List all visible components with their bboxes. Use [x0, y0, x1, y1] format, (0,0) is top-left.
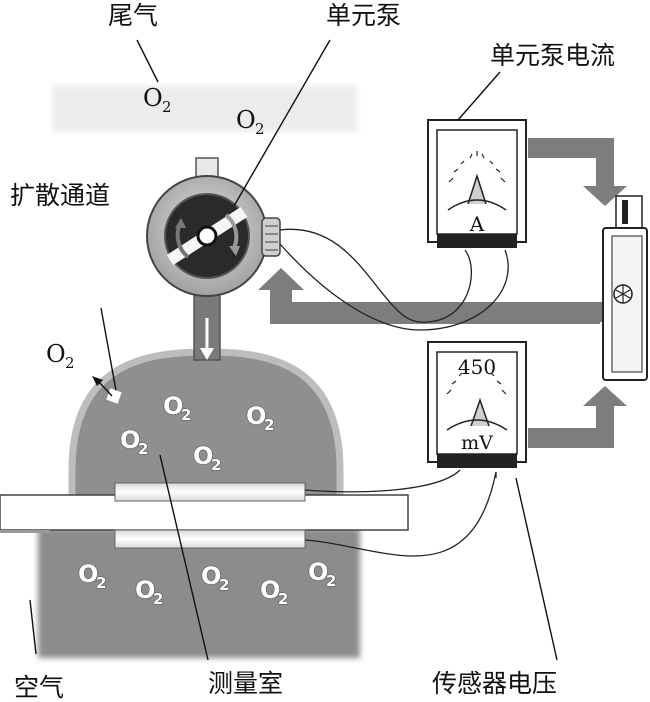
molecule: O2 [192, 441, 222, 474]
svg-text:2: 2 [181, 406, 191, 424]
svg-text:2: 2 [278, 590, 288, 608]
unit-pump-label: 单元泵 [326, 1, 401, 30]
controller-unit [602, 195, 648, 381]
svg-text:2: 2 [138, 440, 148, 458]
wires [279, 228, 509, 557]
svg-text:2: 2 [153, 590, 163, 608]
leader-lines [29, 39, 558, 661]
svg-text:2: 2 [211, 456, 221, 474]
molecule: O2 [307, 557, 337, 590]
sensor-voltage-label: 传感器电压 [432, 669, 557, 698]
svg-text:2: 2 [219, 576, 229, 594]
svg-text:O: O [135, 576, 155, 604]
ammeter: A [427, 119, 527, 248]
svg-text:O: O [143, 84, 163, 112]
svg-text:2: 2 [255, 120, 265, 138]
svg-text:O: O [120, 426, 140, 454]
svg-text:O: O [246, 402, 266, 430]
measuring-chamber [68, 348, 344, 502]
svg-text:2: 2 [326, 572, 336, 590]
svg-text:O: O [260, 576, 280, 604]
svg-text:2: 2 [65, 354, 75, 372]
voltmeter-unit-label: mV [461, 432, 493, 454]
svg-text:O: O [46, 340, 66, 368]
molecule: O2 [119, 425, 149, 458]
o2-pump-label: O 2 [236, 106, 265, 138]
svg-text:2: 2 [264, 416, 274, 434]
exhaust-label: 尾气 [108, 1, 158, 30]
flow-down-arrow [200, 348, 214, 360]
voltmeter: 450 mV [427, 341, 527, 468]
svg-text:O: O [78, 560, 98, 588]
o2-exhaust-label: O 2 [143, 84, 172, 116]
molecule: O2 [77, 559, 107, 592]
molecule: O2 [162, 391, 192, 424]
measuring-chamber-label: 测量室 [208, 669, 283, 698]
svg-text:O: O [193, 442, 213, 470]
svg-text:O: O [308, 558, 328, 586]
svg-text:O: O [201, 562, 221, 590]
voltmeter-reading: 450 [458, 355, 496, 379]
molecule: O2 [259, 575, 289, 608]
svg-text:O: O [163, 392, 183, 420]
pump-current-label: 单元泵电流 [490, 41, 615, 70]
molecule: O2 [134, 575, 164, 608]
diffusion-channel-label: 扩散通道 [10, 181, 110, 210]
ammeter-unit-label: A [469, 212, 485, 236]
o2-escape-label: O 2 [46, 340, 75, 372]
sensor-element [0, 482, 409, 549]
air-block [38, 528, 360, 658]
o2-escape-arrow [92, 307, 122, 404]
chamber-molecules: O2 O2 O2 O2 [119, 391, 275, 474]
svg-text:2: 2 [96, 574, 106, 592]
exhaust-gas-band [52, 86, 357, 132]
air-molecules: O2 O2 O2 O2 O2 [77, 557, 337, 608]
svg-text:O: O [236, 106, 256, 134]
molecule: O2 [200, 561, 230, 594]
air-label: 空气 [14, 673, 64, 702]
svg-text:2: 2 [162, 98, 172, 116]
unit-pump [146, 175, 281, 297]
molecule: O2 [245, 401, 275, 434]
